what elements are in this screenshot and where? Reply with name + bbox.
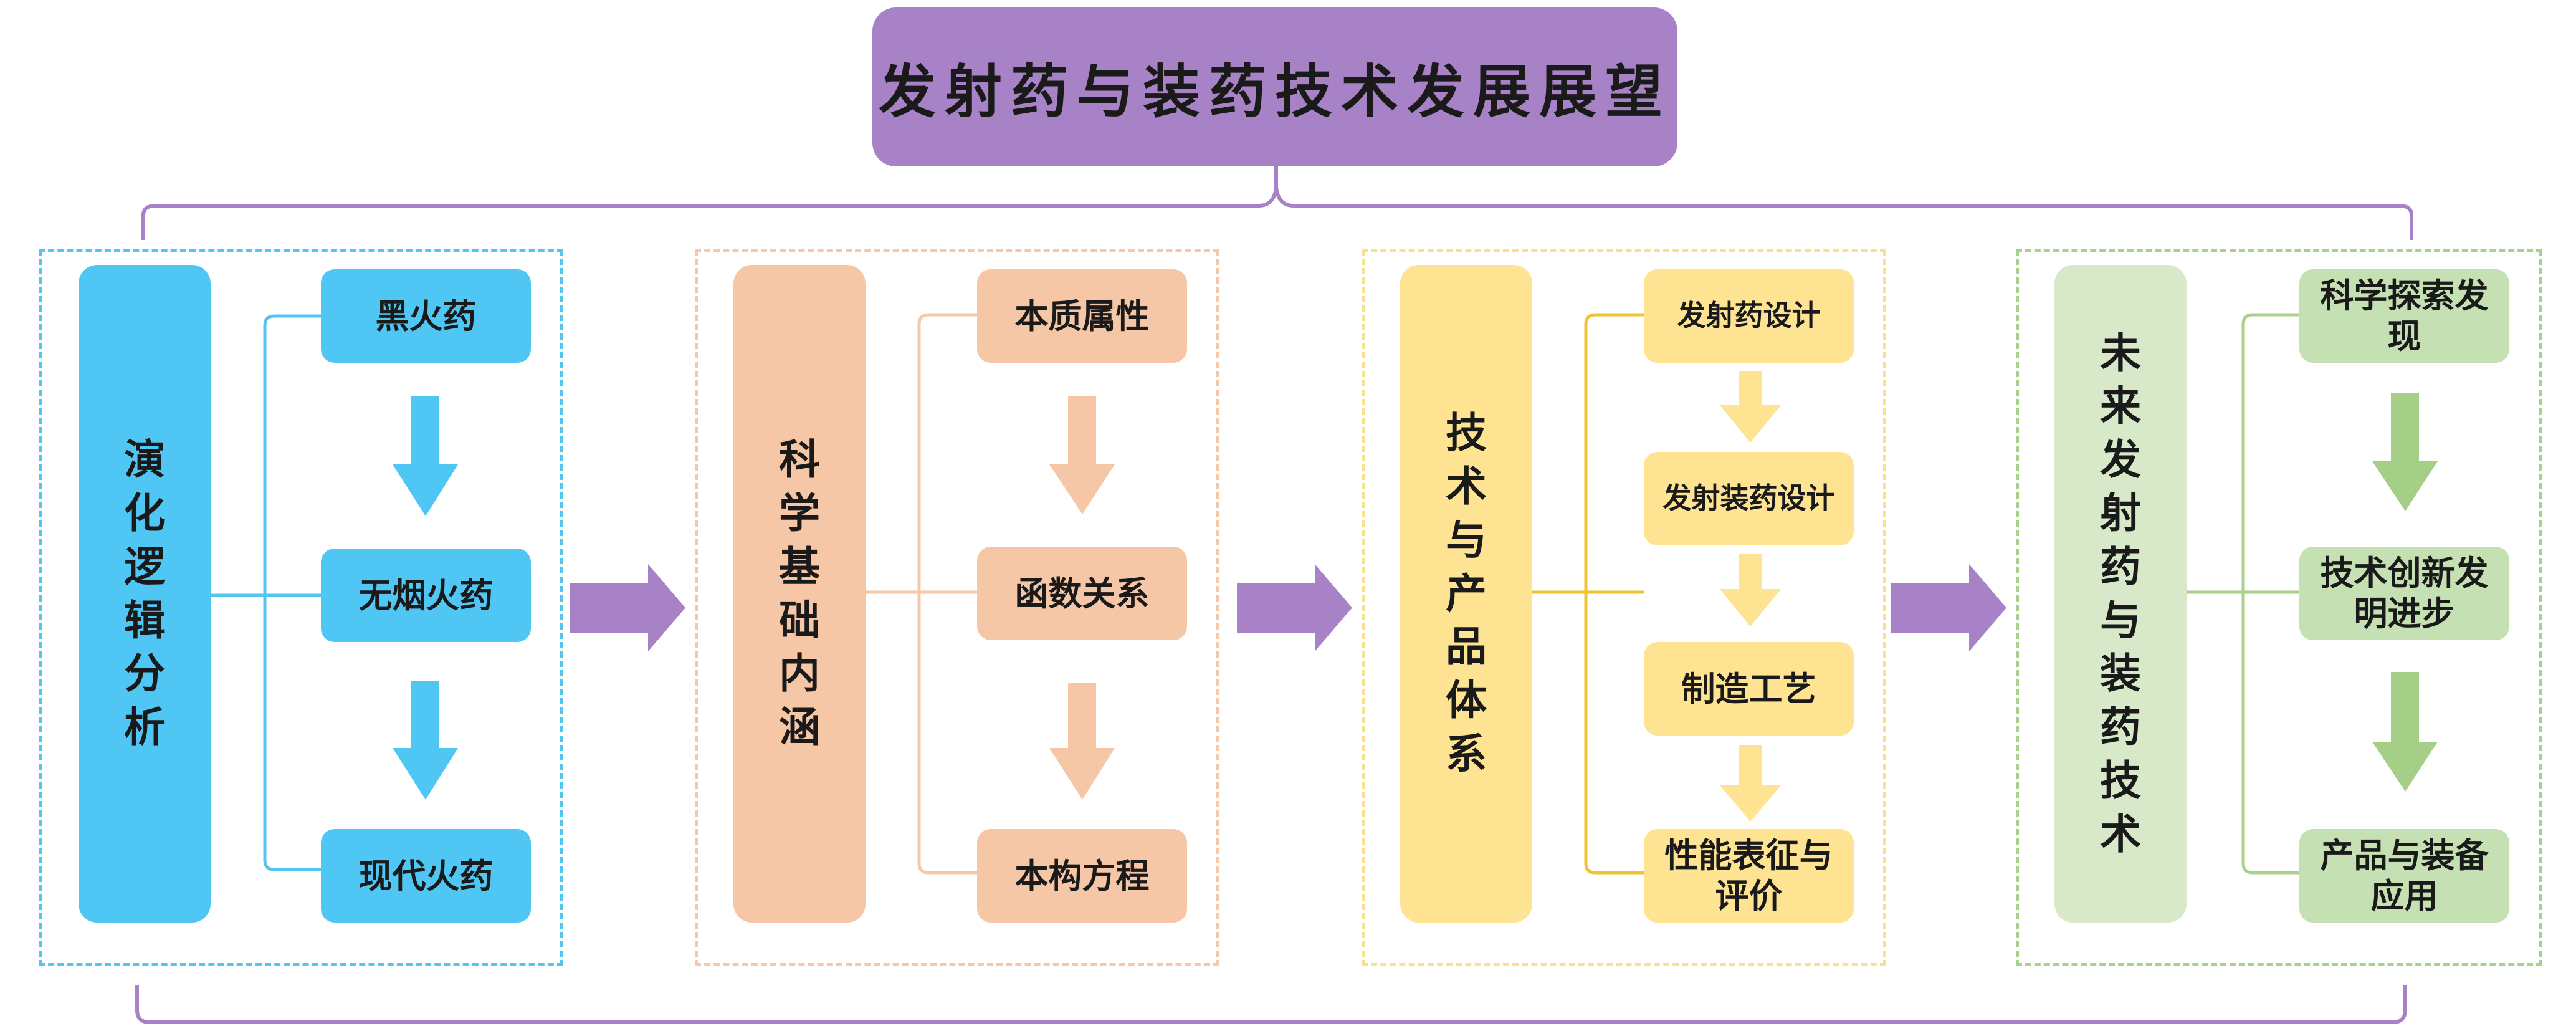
section-4-label: 未来发射药与装药技术	[2054, 265, 2187, 923]
section-2-panel	[695, 249, 1219, 966]
section-1-arrows	[393, 396, 458, 800]
section-1-brackets	[211, 314, 321, 871]
section-2-item-2: 函数关系	[977, 547, 1187, 640]
section-4-item-2: 技术创新发明进步	[2299, 547, 2509, 640]
section-1-item-3: 现代火药	[321, 829, 531, 923]
transition-arrow-1	[570, 564, 685, 651]
section-4-item-1: 科学探索发现	[2299, 269, 2509, 363]
section-2-label: 科学基础内涵	[733, 265, 866, 923]
diagram-title: 发射药与装药技术发展展望	[872, 7, 1677, 166]
section-4-panel	[2016, 249, 2542, 966]
section-3-item-1: 发射药设计	[1644, 269, 1854, 363]
section-1-item-1: 黑火药	[321, 269, 531, 363]
section-1-label: 演化逻辑分析	[79, 265, 211, 923]
section-3-item-4: 性能表征与评价	[1644, 829, 1854, 923]
top-bracket	[141, 165, 2413, 240]
section-2-brackets	[864, 313, 977, 875]
section-3-panel	[1362, 249, 1886, 966]
transition-arrow-2	[1237, 564, 1352, 651]
section-3-arrows	[1720, 371, 1781, 822]
section-4-arrows	[2372, 393, 2438, 792]
section-2-item-3: 本构方程	[977, 829, 1187, 923]
section-4-brackets	[2184, 313, 2299, 875]
section-3-brackets	[1531, 313, 1644, 875]
section-4-item-3: 产品与装备应用	[2299, 829, 2509, 923]
transition-arrow-3	[1891, 564, 2006, 651]
section-3-label: 技术与产品体系	[1400, 265, 1532, 923]
section-3-item-3: 制造工艺	[1644, 642, 1854, 736]
bottom-bracket	[135, 985, 2407, 1024]
section-1-panel	[39, 249, 563, 966]
section-2-arrows	[1049, 396, 1115, 800]
section-1-item-2: 无烟火药	[321, 549, 531, 642]
section-2-item-1: 本质属性	[977, 269, 1187, 363]
section-3-item-2: 发射装药设计	[1644, 452, 1854, 545]
